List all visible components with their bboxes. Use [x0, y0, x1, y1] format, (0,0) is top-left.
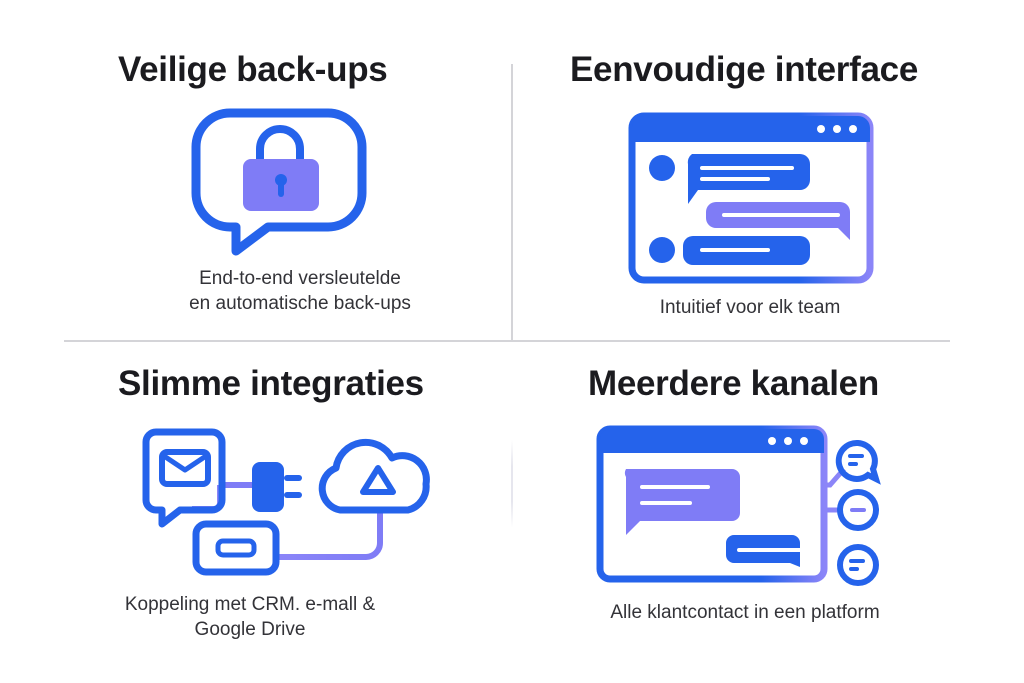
multichannel-window-icon — [596, 425, 881, 586]
caption-line: End-to-end versleutelde — [199, 268, 401, 289]
feature-title: Slimme integraties — [118, 364, 424, 403]
feature-title: Eenvoudige interface — [570, 50, 918, 89]
chat-window-icon — [628, 112, 874, 284]
channel-chat-icon — [835, 439, 881, 485]
feature-caption: Alle klantcontact in een platform — [560, 600, 930, 625]
caption-line: Alle klantcontact in een platform — [610, 602, 880, 623]
caption-line: Google Drive — [194, 619, 306, 640]
integrations-plug-cloud-icon — [142, 428, 430, 576]
grid-divider-vertical-faint — [511, 440, 513, 528]
feature-title: Veilige back-ups — [118, 50, 388, 89]
caption-line: Koppeling met CRM. e-mall & — [124, 594, 376, 615]
grid-divider-vertical — [511, 64, 513, 341]
feature-caption: Intuitief voor elk team — [600, 295, 900, 320]
grid-divider-horizontal — [64, 340, 950, 342]
caption-line: en automatische back-ups — [189, 293, 411, 314]
feature-title: Meerdere kanalen — [588, 364, 879, 403]
channel-message-icon — [837, 489, 879, 531]
feature-caption: End-to-end versleutelde en automatische … — [150, 266, 450, 316]
feature-caption: Koppeling met CRM. e-mall & Google Drive — [80, 592, 420, 642]
lock-in-speech-bubble-icon — [191, 108, 367, 256]
caption-line: Intuitief voor elk team — [659, 297, 841, 318]
channel-text-icon — [837, 544, 879, 586]
